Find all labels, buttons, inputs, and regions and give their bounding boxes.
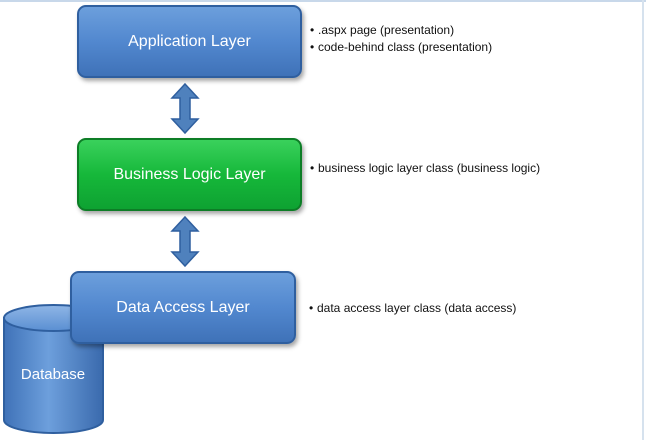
note-text: data access layer class (data access) <box>317 301 517 315</box>
right-divider <box>642 0 644 440</box>
note-text: business logic layer class (business log… <box>318 161 541 175</box>
bullet-icon: • <box>310 161 315 175</box>
bullet-icon: • <box>310 40 315 54</box>
note-item: •.aspx page (presentation) <box>310 22 492 39</box>
bullet-icon: • <box>309 301 314 315</box>
database-body <box>3 317 104 434</box>
database-label: Database <box>20 366 86 383</box>
business-logic-layer-label: Business Logic Layer <box>113 165 266 183</box>
bullet-icon: • <box>310 23 315 37</box>
data-access-layer-label: Data Access Layer <box>116 298 250 316</box>
application-layer-label: Application Layer <box>128 32 251 50</box>
business-logic-layer-box: Business Logic Layer <box>77 138 302 211</box>
note-item: •business logic layer class (business lo… <box>310 160 540 177</box>
application-layer-notes: •.aspx page (presentation) •code-behind … <box>310 22 492 56</box>
application-layer-box: Application Layer <box>77 5 302 78</box>
data-access-layer-box: Data Access Layer <box>70 271 296 344</box>
arrow-app-to-business <box>170 82 200 135</box>
top-divider <box>0 0 646 2</box>
note-text: .aspx page (presentation) <box>318 23 455 37</box>
note-item: •code-behind class (presentation) <box>310 39 492 56</box>
business-logic-layer-notes: •business logic layer class (business lo… <box>310 160 540 177</box>
note-item: •data access layer class (data access) <box>309 300 516 317</box>
arrow-business-to-data <box>170 215 200 268</box>
note-text: code-behind class (presentation) <box>318 40 493 54</box>
data-access-layer-notes: •data access layer class (data access) <box>309 300 516 317</box>
